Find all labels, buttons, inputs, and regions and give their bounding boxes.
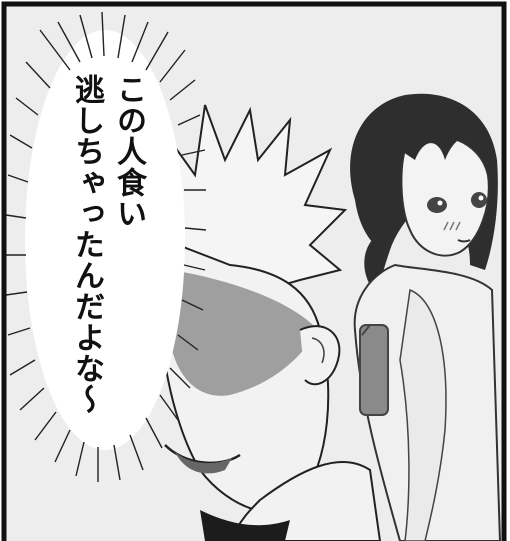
speech-bubble — [5, 11, 207, 482]
girl-face — [400, 134, 490, 257]
speech-bubble-text: この人食い 逃しちゃったんだよな〜 — [62, 74, 152, 415]
boy-figure — [158, 104, 382, 541]
bubble-speed-lines — [5, 11, 207, 482]
girl-blush — [443, 221, 461, 231]
boy-mouth — [164, 444, 241, 465]
speech-line-2: 逃しちゃったんだよな〜 — [69, 74, 104, 415]
girl-shirt-number — [359, 324, 389, 416]
speech-line-1: この人食い — [111, 74, 146, 229]
girl-right-eye — [471, 192, 487, 208]
girl-left-eye — [427, 197, 447, 213]
boy-face-shadow — [172, 270, 318, 396]
boy-neck — [228, 461, 382, 541]
girl-bangs — [400, 118, 490, 160]
girl-figure — [350, 93, 502, 541]
boy-ear — [299, 325, 341, 386]
boy-collar — [200, 510, 290, 541]
girl-arm — [399, 288, 447, 541]
girl-mouth — [457, 239, 471, 243]
